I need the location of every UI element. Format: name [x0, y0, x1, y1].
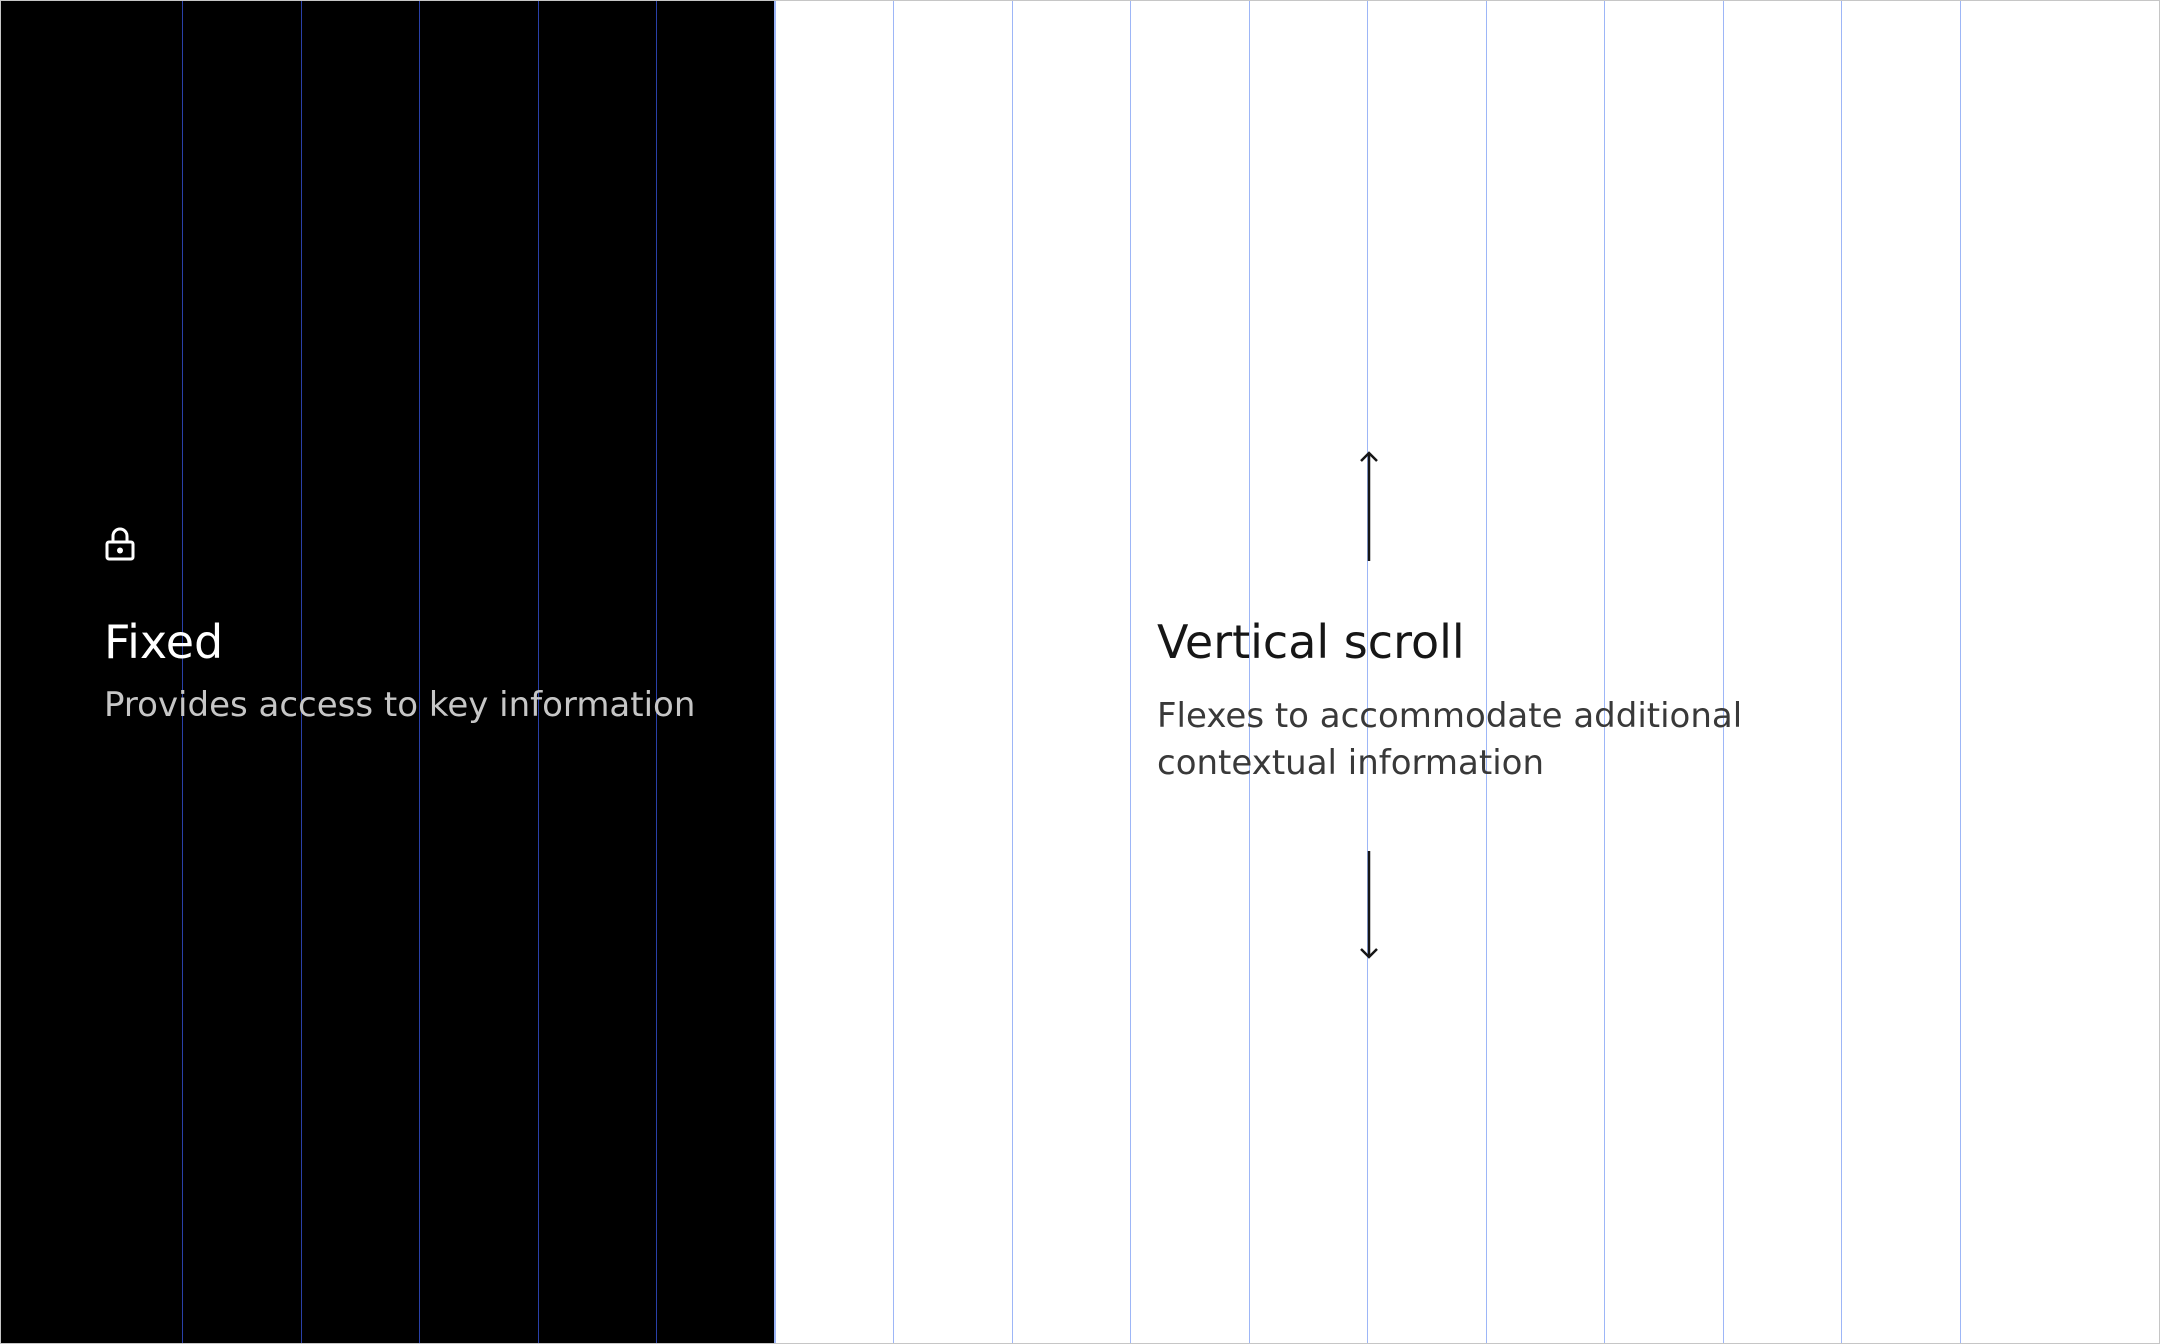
fixed-description: Provides access to key information: [104, 685, 696, 725]
grid-column-line: [1723, 1, 1724, 1343]
scroll-description: Flexes to accommodate additional context…: [1157, 696, 1743, 783]
grid-column-line: [1249, 1, 1250, 1343]
grid-column-line: [893, 1, 894, 1343]
grid-column-line: [1486, 1, 1487, 1343]
fixed-title: Fixed: [104, 615, 224, 669]
grid-column-line: [1604, 1, 1605, 1343]
fixed-panel: [1, 1, 774, 1343]
grid-column-line: [775, 1, 776, 1343]
grid-column-line: [1841, 1, 1842, 1343]
grid-column-line: [1960, 1, 1961, 1343]
grid-column-line: [656, 1, 657, 1343]
arrow-up-icon: [1360, 451, 1378, 561]
grid-column-line: [182, 1, 183, 1343]
grid-column-line: [301, 1, 302, 1343]
grid-column-line: [538, 1, 539, 1343]
lock-icon: [105, 527, 135, 561]
arrow-down-icon: [1360, 851, 1378, 959]
grid-column-line: [1367, 1, 1368, 1343]
grid-column-line: [1012, 1, 1013, 1343]
grid-column-line: [419, 1, 420, 1343]
fixed-panel-edge-line: [774, 1, 775, 1343]
grid-column-line: [1130, 1, 1131, 1343]
scroll-title: Vertical scroll: [1157, 615, 1465, 669]
